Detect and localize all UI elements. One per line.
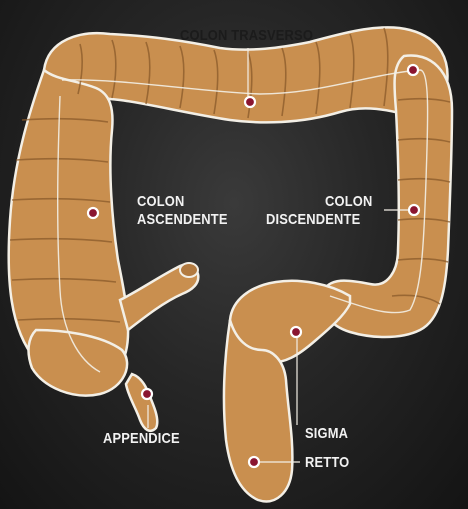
label-appendice: APPENDICE bbox=[103, 430, 180, 447]
marker-appendice bbox=[142, 389, 152, 399]
label-colon-ascendente-line2: ASCENDENTE bbox=[137, 211, 228, 228]
appendix bbox=[126, 374, 157, 431]
label-colon-discendente-line2: DISCENDENTE bbox=[266, 211, 360, 228]
marker-retto bbox=[249, 457, 259, 467]
label-colon-ascendente-line1: COLON bbox=[137, 193, 184, 210]
ileum-opening bbox=[180, 263, 198, 277]
marker-colon-trasverso-right bbox=[408, 65, 418, 75]
label-colon-discendente-line1: COLON bbox=[325, 193, 372, 210]
marker-colon-ascendente bbox=[88, 208, 98, 218]
label-retto: RETTO bbox=[305, 454, 349, 471]
marker-sigma bbox=[291, 327, 301, 337]
marker-colon-trasverso bbox=[245, 97, 255, 107]
marker-colon-discendente bbox=[409, 205, 419, 215]
label-sigma: SIGMA bbox=[305, 425, 348, 442]
label-colon-trasverso: COLON TRASVERSO bbox=[180, 27, 313, 44]
